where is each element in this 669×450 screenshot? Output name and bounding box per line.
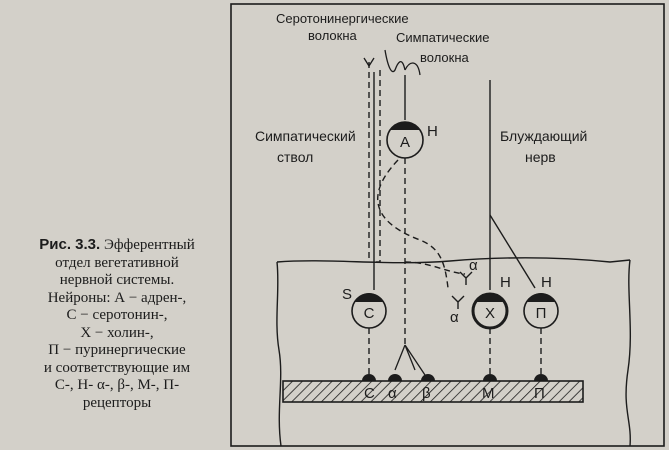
sympathetic-trunk-label-2: ствол <box>277 149 313 165</box>
caption-line-9: С-, Н- α-, β-, М-, П- <box>54 377 180 393</box>
adrenergic-neuron-label: А <box>400 134 410 151</box>
effector-label-p: П <box>534 385 545 402</box>
effector-receptor-s <box>362 374 376 381</box>
effector-label-m: М <box>482 385 495 402</box>
cholinergic-neuron-label: Х <box>485 305 495 322</box>
serotonergic-neuron-label: С <box>364 305 375 322</box>
tissue-boundary <box>276 257 632 447</box>
serotonergic-s-mark: S <box>342 286 352 303</box>
alpha-lower-mark: α <box>450 309 459 326</box>
caption-line-10: рецепторы <box>82 394 152 411</box>
adrenergic-neuron-receptor-cap <box>390 121 420 130</box>
effector-receptor-p <box>534 374 548 381</box>
alpha-receptor-upper <box>459 271 473 285</box>
effector-receptor-m <box>483 374 497 381</box>
caption-line-1: Эфферентный <box>103 237 195 253</box>
sympathetic-trunk-label-1: Симпатический <box>255 128 356 144</box>
sympathetic-fibers-label-1: Симпатические <box>396 30 489 45</box>
serotonergic-fiber <box>372 70 381 263</box>
caption-line-3: нервной системы. <box>59 272 175 288</box>
purinergic-neuron-label: П <box>536 305 547 322</box>
adrenergic-to-alpha-upper <box>404 261 466 275</box>
serotonin-fibers-label-2: волокна <box>308 28 358 43</box>
effector-receptor-alpha <box>388 374 402 381</box>
serotonin-arrow <box>363 57 375 68</box>
sympathetic-fiber-arrows <box>384 49 406 73</box>
effector-label-c: С <box>364 385 375 402</box>
purinergic-h-mark: Н <box>541 274 552 291</box>
vagus-to-purinergic-line <box>489 214 536 289</box>
effector-receptor-beta <box>421 374 435 381</box>
alpha-upper-mark: α <box>469 257 478 274</box>
caption-line-6: Х − холин-, <box>80 324 154 341</box>
effector-label-beta: β <box>422 385 431 402</box>
cholinergic-h-mark: Н <box>500 274 511 291</box>
purinergic-neuron-receptor-cap <box>526 293 556 302</box>
caption-line-5: С − серотонин-, <box>66 307 168 323</box>
caption-line-2: отдел вегетативной <box>55 254 179 271</box>
vagus-label-2: нерв <box>525 149 556 165</box>
adrenergic-collateral <box>377 159 449 289</box>
adrenergic-h-mark: Н <box>427 123 438 140</box>
serotonin-fibers-label-1: Серотонинергические <box>276 11 409 26</box>
figure-label: Рис. 3.3. <box>39 236 101 253</box>
effector-label-alpha: α <box>388 385 397 402</box>
figure-caption: Рис. 3.3. Эфферентный отдел вегетативной… <box>6 236 228 412</box>
caption-line-8: и соответствующие им <box>43 359 191 376</box>
alpha-receptor-lower <box>451 295 465 309</box>
figure-frame <box>230 3 665 447</box>
sympathetic-fibers-label-2: волокна <box>420 50 470 65</box>
adrenergic-terminals <box>394 344 426 376</box>
caption-line-7: П − пуринергические <box>48 342 186 358</box>
serotonergic-neuron-receptor-cap <box>354 293 384 302</box>
vagus-label-1: Блуждающий <box>500 128 587 144</box>
caption-line-4: Нейроны: А − адрен-, <box>47 289 187 306</box>
